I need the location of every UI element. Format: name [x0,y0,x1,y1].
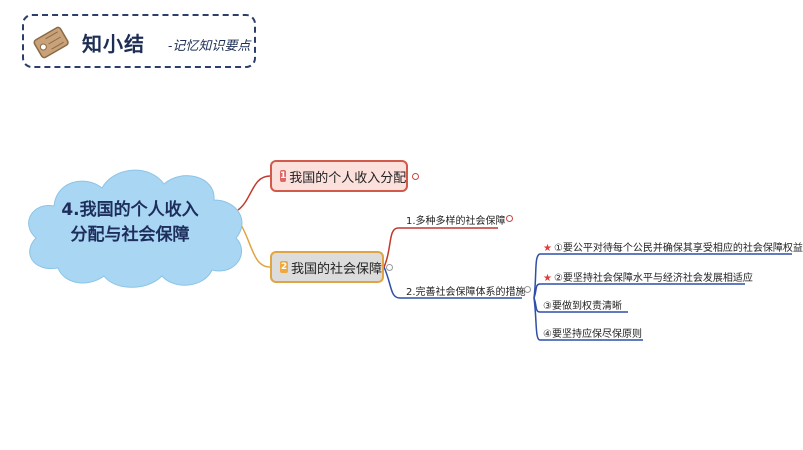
measure-label: ②要坚持社会保障水平与经济社会发展相适应 [553,273,753,284]
tag-icon [33,26,69,59]
collapse-icon[interactable] [386,264,393,271]
expand-icon[interactable] [412,173,419,180]
banner-title: 知小结 [82,32,145,56]
star-icon: ★ [543,243,552,254]
star-icon: ★ [543,273,552,284]
measure-item-4[interactable]: ④要坚持应保尽保原则 [543,329,642,340]
header-banner: 知小结 -记忆知识要点 [22,14,256,68]
branch-social-security[interactable]: 2 我国的社会保障 [270,251,384,283]
central-topic: 4.我国的个人收入 分配与社会保障 [30,198,230,248]
measure-label: ①要公平对待每个公民并确保其享受相应的社会保障权益 [553,243,803,254]
number-badge: 1 [280,170,287,182]
sub-branch-diverse-security[interactable]: 1.多种多样的社会保障 [406,216,506,227]
measure-item-3[interactable]: ③要做到权责清晰 [543,301,622,312]
sub-branch-improvement-measures[interactable]: 2.完善社会保障体系的措施 [406,287,526,298]
measure-item-2[interactable]: ★②要坚持社会保障水平与经济社会发展相适应 [543,269,753,284]
measure-item-1[interactable]: ★①要公平对待每个公民并确保其享受相应的社会保障权益 [543,239,803,254]
central-topic-line2: 分配与社会保障 [70,225,190,245]
expand-icon[interactable] [506,215,513,222]
banner-subtitle: -记忆知识要点 [168,39,251,54]
branch-label: 我国的个人收入分配 [289,170,407,186]
central-topic-line1: 4.我国的个人收入 [61,200,199,220]
branch-label: 我国的社会保障 [290,261,382,277]
collapse-icon[interactable] [524,286,531,293]
number-badge: 2 [280,261,288,273]
central-cloud [28,169,243,288]
branch-income-distribution[interactable]: 1 我国的个人收入分配 [270,160,408,192]
